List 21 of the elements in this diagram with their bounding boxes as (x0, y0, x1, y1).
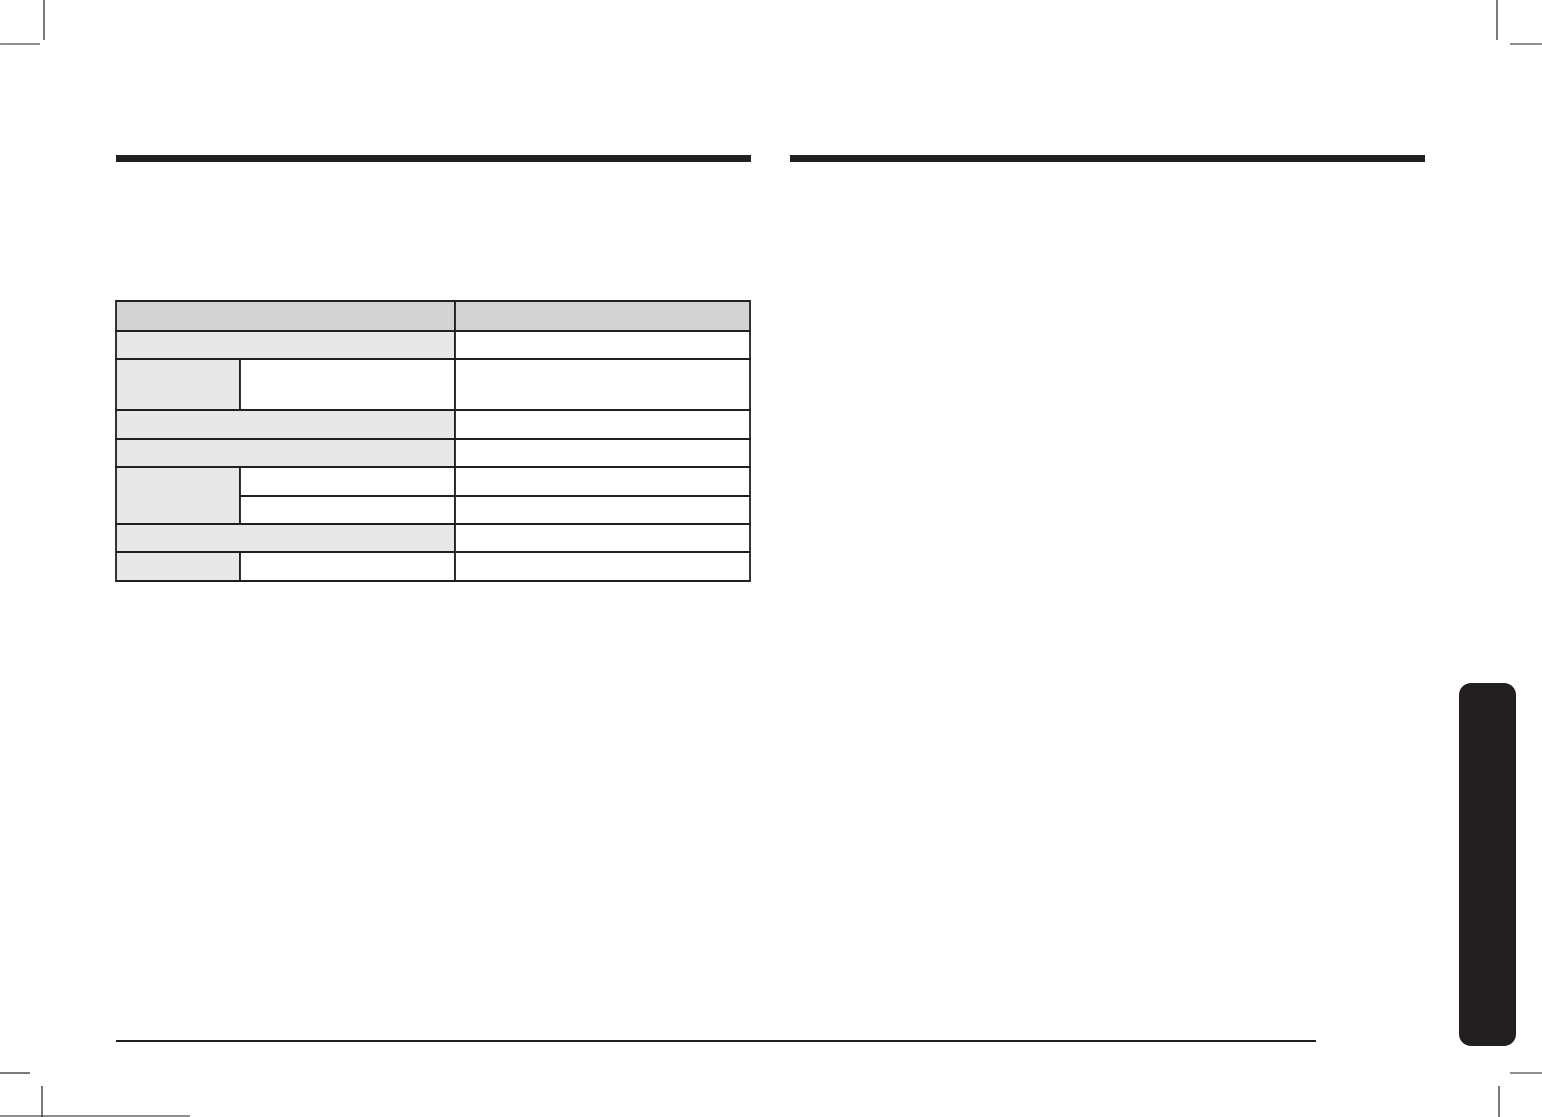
table-cell (115, 358, 241, 411)
table-cell (115, 300, 456, 332)
table-cell (454, 438, 751, 468)
table-cell (454, 495, 751, 525)
table-cell (454, 358, 751, 411)
table-cell (115, 466, 241, 525)
table-cell (454, 409, 751, 440)
table-cell (115, 551, 241, 582)
table-cell (454, 466, 751, 497)
table-cell (454, 551, 751, 582)
table-cell (454, 300, 751, 332)
table-cell (239, 495, 456, 525)
table-cell (115, 409, 456, 440)
table-cell (115, 330, 456, 360)
table-cell (239, 551, 456, 582)
table-cell (454, 523, 751, 553)
table-cell (115, 438, 456, 468)
table-cell (239, 358, 456, 411)
table-cell (239, 466, 456, 497)
side-tab (1459, 683, 1516, 1046)
table-cell (454, 330, 751, 360)
